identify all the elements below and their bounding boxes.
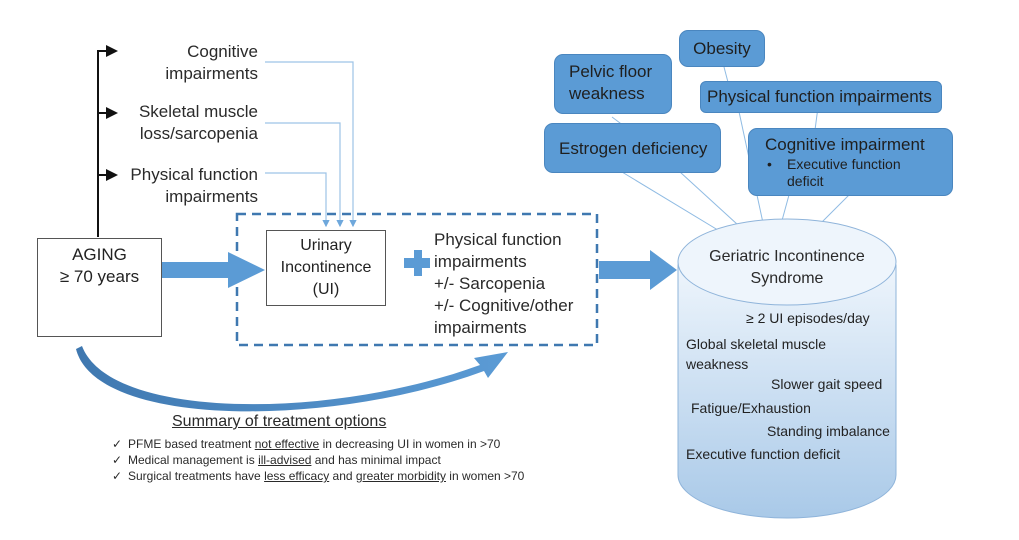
plus-icon	[404, 250, 430, 276]
combined-factor: impairments	[434, 252, 527, 271]
check-icon: ✓	[112, 469, 123, 483]
summary-text: Surgical treatments have	[128, 469, 265, 483]
summary-emphasis: not effective	[254, 437, 320, 451]
aging-box: AGING ≥ 70 years	[37, 238, 162, 337]
risk-cognitive-sub2: deficit	[787, 173, 824, 189]
group-to-syndrome-arrow	[599, 250, 677, 290]
combined-factor: +/- Cognitive/other	[434, 296, 574, 315]
aging-bracket	[97, 45, 118, 237]
summary-emphasis: ill-advised	[258, 453, 312, 467]
risk-physical-function: Physical function impairments	[700, 81, 942, 113]
risk-cognitive-title: Cognitive impairment	[765, 135, 925, 154]
urinary-incontinence-box: Urinary Incontinence (UI)	[266, 230, 386, 306]
summary-text: in women >70	[445, 469, 525, 483]
effect-physical-line2: impairments	[165, 187, 258, 206]
bullet-icon: •	[767, 156, 772, 172]
criterion: weakness	[686, 356, 749, 372]
effect-physical-line1: Physical function	[130, 165, 258, 184]
risk-obesity: Obesity	[679, 30, 765, 67]
criterion: Executive function deficit	[686, 446, 841, 462]
effect-sarcopenia: Skeletal muscle loss/sarcopenia	[110, 101, 258, 145]
aging-age-label: ≥ 70 years	[59, 267, 140, 286]
syndrome-title-line2: Syndrome	[750, 270, 824, 287]
combined-factors-text: Physical function impairments +/- Sarcop…	[434, 229, 594, 339]
check-icon: ✓	[112, 437, 123, 451]
ui-line3: (UI)	[312, 281, 340, 298]
criterion: Slower gait speed	[771, 376, 883, 392]
combined-factor: impairments	[434, 318, 527, 337]
risk-estrogen: Estrogen deficiency	[544, 123, 721, 173]
syndrome-title: Geriatric Incontinence Syndrome	[678, 246, 896, 290]
summary-text: PFME based treatment	[128, 437, 255, 451]
risk-cognitive: Cognitive impairment • Executive functio…	[748, 128, 953, 196]
combined-factor: +/- Sarcopenia	[434, 274, 546, 293]
risk-physical-label: Physical function impairments	[707, 87, 932, 106]
effect-connectors	[265, 61, 357, 228]
effect-physical: Physical function impairments	[110, 164, 258, 208]
summary-text: Medical management is	[128, 453, 259, 467]
risk-pelvic-line2: weakness	[569, 84, 645, 103]
risk-pelvic-floor: Pelvic floor weakness	[554, 54, 672, 114]
aging-to-ui-arrow	[160, 252, 265, 288]
combined-factor: Physical function	[434, 230, 562, 249]
ui-line1: Urinary	[300, 237, 352, 254]
criterion: Standing imbalance	[767, 423, 890, 439]
summary-text: and	[329, 469, 356, 483]
summary-item: ✓ Surgical treatments have less efficacy…	[112, 469, 532, 484]
aging-curved-arrow	[76, 346, 508, 412]
risk-obesity-label: Obesity	[693, 39, 751, 58]
summary-emphasis: greater morbidity	[355, 469, 446, 483]
effect-cognitive: Cognitive impairments	[140, 41, 258, 85]
criterion: Fatigue/Exhaustion	[691, 400, 811, 416]
risk-estrogen-label: Estrogen deficiency	[559, 139, 708, 158]
risk-pelvic-line1: Pelvic floor	[569, 62, 653, 81]
summary-item: ✓ Medical management is ill-advised and …	[112, 453, 532, 468]
effect-cognitive-line1: Cognitive	[187, 42, 258, 61]
effect-sarcopenia-line2: loss/sarcopenia	[139, 124, 258, 143]
summary-text: in decreasing UI in women in >70	[319, 437, 501, 451]
check-icon: ✓	[112, 453, 123, 467]
summary-text: and has minimal impact	[311, 453, 441, 467]
syndrome-title-line1: Geriatric Incontinence	[709, 248, 865, 265]
effect-sarcopenia-line1: Skeletal muscle	[138, 102, 258, 121]
risk-cognitive-sub1: Executive function	[787, 156, 901, 172]
summary-emphasis: less efficacy	[264, 469, 330, 483]
criterion: ≥ 2 UI episodes/day	[746, 310, 870, 326]
effect-cognitive-line2: impairments	[165, 64, 258, 83]
syndrome-cylinder	[677, 218, 897, 519]
treatment-summary: Summary of treatment options ✓ PFME base…	[112, 413, 532, 485]
ui-line2: Incontinence	[280, 259, 372, 276]
summary-title: Summary of treatment options	[172, 413, 387, 430]
criterion: Global skeletal muscle	[686, 336, 827, 352]
summary-list: ✓ PFME based treatment not effective in …	[112, 437, 532, 484]
summary-item: ✓ PFME based treatment not effective in …	[112, 437, 532, 452]
aging-label: AGING	[72, 245, 127, 264]
